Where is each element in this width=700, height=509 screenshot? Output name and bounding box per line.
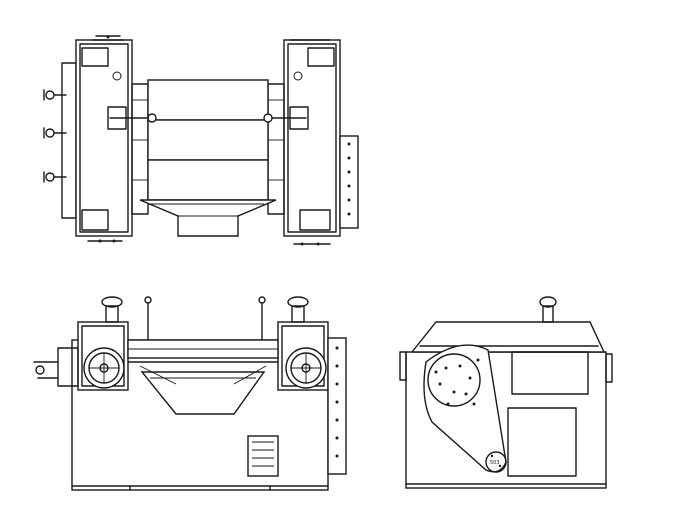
cover-rivets (434, 358, 502, 468)
top-view (43, 35, 359, 246)
motor-plate-front (327, 337, 347, 475)
left-frame (75, 39, 133, 237)
motor-plate-top (339, 135, 359, 229)
right-frame (283, 39, 341, 237)
hopper-top (139, 199, 277, 237)
front-view (33, 296, 347, 491)
gear-cover (423, 344, 507, 473)
side-view-label: 503 (490, 460, 500, 466)
motor-box (247, 435, 279, 477)
side-view: 503 (399, 296, 613, 489)
top-cover (410, 321, 606, 353)
rolls-top (132, 79, 284, 201)
left-handwheels (43, 89, 67, 183)
front-handwheels (83, 347, 327, 389)
left-side-plate (61, 62, 77, 219)
